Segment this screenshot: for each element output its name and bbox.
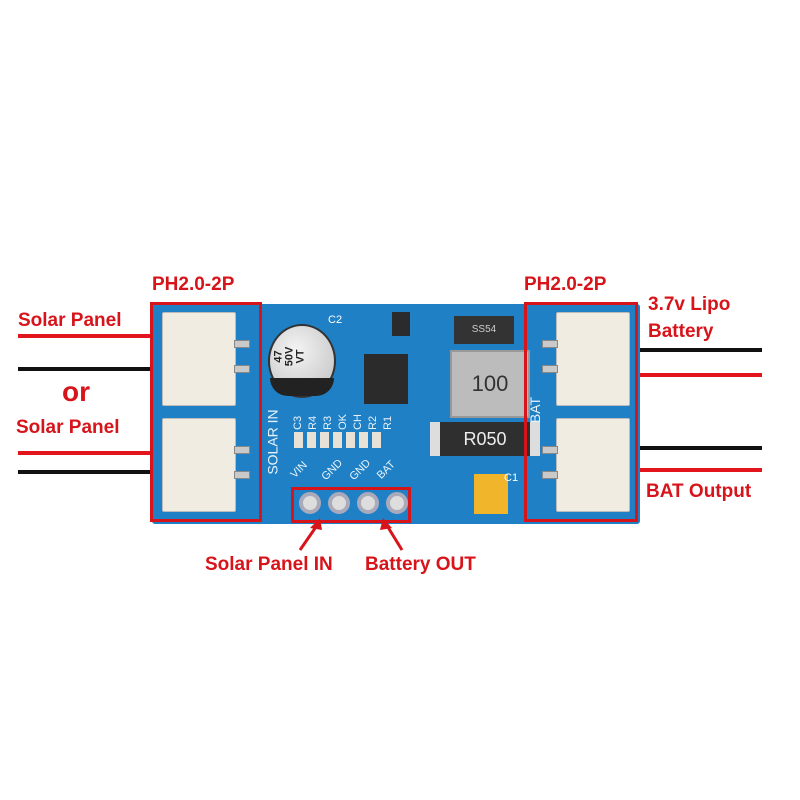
mosfet [392,312,410,336]
battery-wire-red-1 [630,373,762,377]
inductor: 100 [450,350,530,418]
output-connector [556,418,630,512]
pin [234,340,250,348]
c2-label: C2 [328,314,343,326]
battery-out-label: Battery OUT [365,554,476,575]
pin [234,446,250,454]
or-label: or [62,376,90,407]
tantalum-capacitor [474,474,508,514]
pin [234,365,250,373]
pin [542,471,558,479]
arrow-solar-in [310,518,322,530]
battery-wire-black-1 [630,348,762,352]
solar-panel-label-2: Solar Panel [16,417,120,438]
pin-gnd [328,492,350,514]
solar-connector-2 [162,418,236,512]
arrow-battery-out [380,518,392,530]
charger-ic [364,354,408,404]
pin [234,471,250,479]
right-connector-highlight [524,302,638,522]
pin-header-highlight [291,487,411,523]
shunt-resistor: R050 [430,422,540,456]
battery-connector [556,312,630,406]
pin [542,446,558,454]
solar-panel-in-label: Solar Panel IN [205,554,333,575]
left-connector-highlight [150,302,262,522]
solar-wire-red-2 [18,451,163,455]
smd-components [294,432,384,448]
lipo-label-line1: 3.7v Lipo [648,294,731,315]
lipo-label-line2: Battery [648,321,714,342]
solar-connector-1 [162,312,236,406]
pin-vin [299,492,321,514]
output-wire-red [630,468,762,472]
solar-wire-red-1 [18,334,163,338]
solar-wire-black-1 [18,367,163,371]
diode: SS54 [454,316,514,344]
right-connector-label: PH2.0-2P [524,274,607,295]
pin-gnd [357,492,379,514]
solar-panel-label-1: Solar Panel [18,310,122,331]
output-wire-black [630,446,762,450]
pin [542,340,558,348]
pin-bat [386,492,408,514]
left-connector-label: PH2.0-2P [152,274,235,295]
pin [542,365,558,373]
c1-label: C1 [504,472,519,484]
solar-wire-black-2 [18,470,163,474]
bat-output-label: BAT Output [646,481,752,502]
